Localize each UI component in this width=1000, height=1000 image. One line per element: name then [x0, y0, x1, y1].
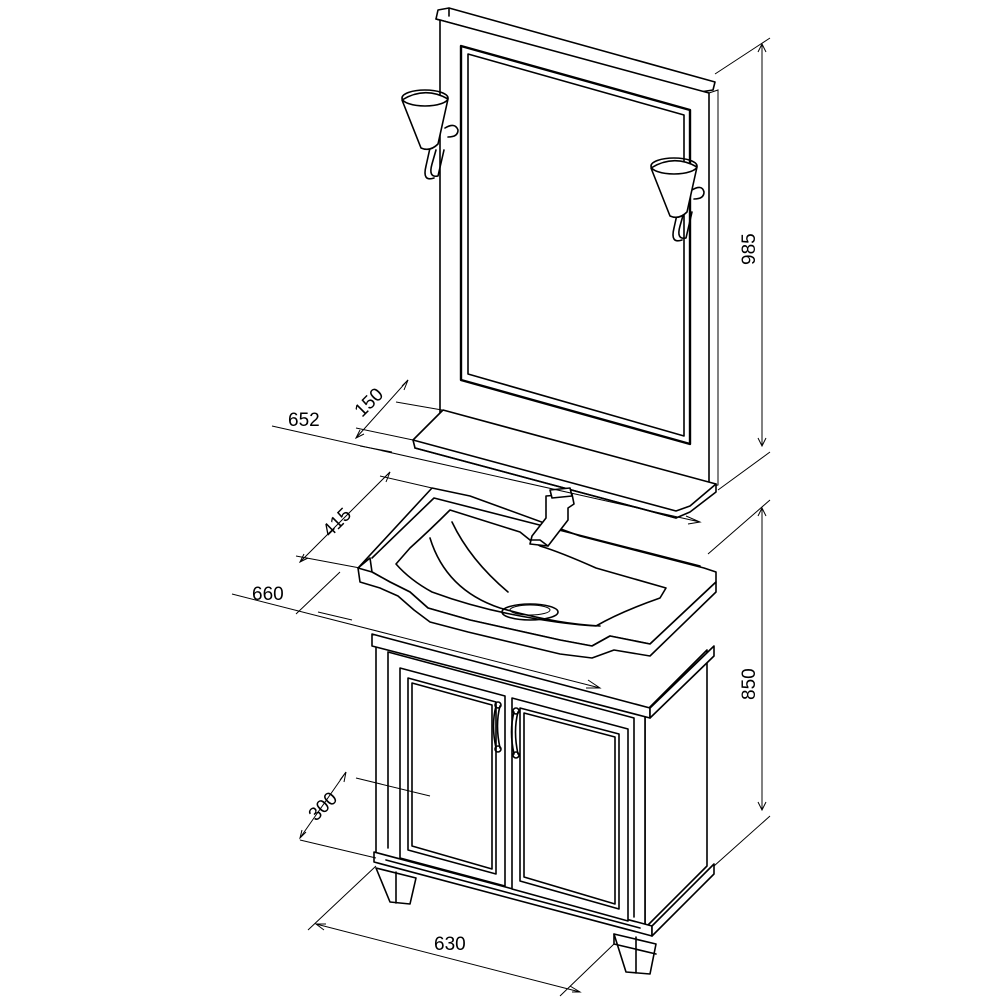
faucet	[529, 487, 575, 547]
right-sconce	[650, 157, 705, 242]
mirror-glass	[459, 44, 692, 446]
dim-basin-width: 660	[252, 584, 284, 605]
cabinet-feet	[375, 867, 657, 975]
dim-shelf-width: 652	[288, 410, 320, 431]
mirror-shelf	[412, 409, 717, 519]
mirror	[435, 7, 719, 488]
dim-mirror-height: 985	[739, 233, 760, 265]
right-door	[511, 697, 629, 922]
dim-basin-depth: 415	[319, 504, 356, 541]
dim-cabinet-width: 630	[434, 934, 466, 955]
dim-shelf-depth: 150	[351, 384, 388, 421]
dim-cabinet-height: 850	[739, 668, 760, 700]
door-handles	[492, 701, 520, 759]
left-door	[399, 667, 506, 887]
dimension-lines	[231, 37, 771, 997]
dim-cabinet-depth: 300	[305, 788, 342, 825]
left-sconce	[401, 89, 459, 180]
basin	[357, 487, 717, 659]
